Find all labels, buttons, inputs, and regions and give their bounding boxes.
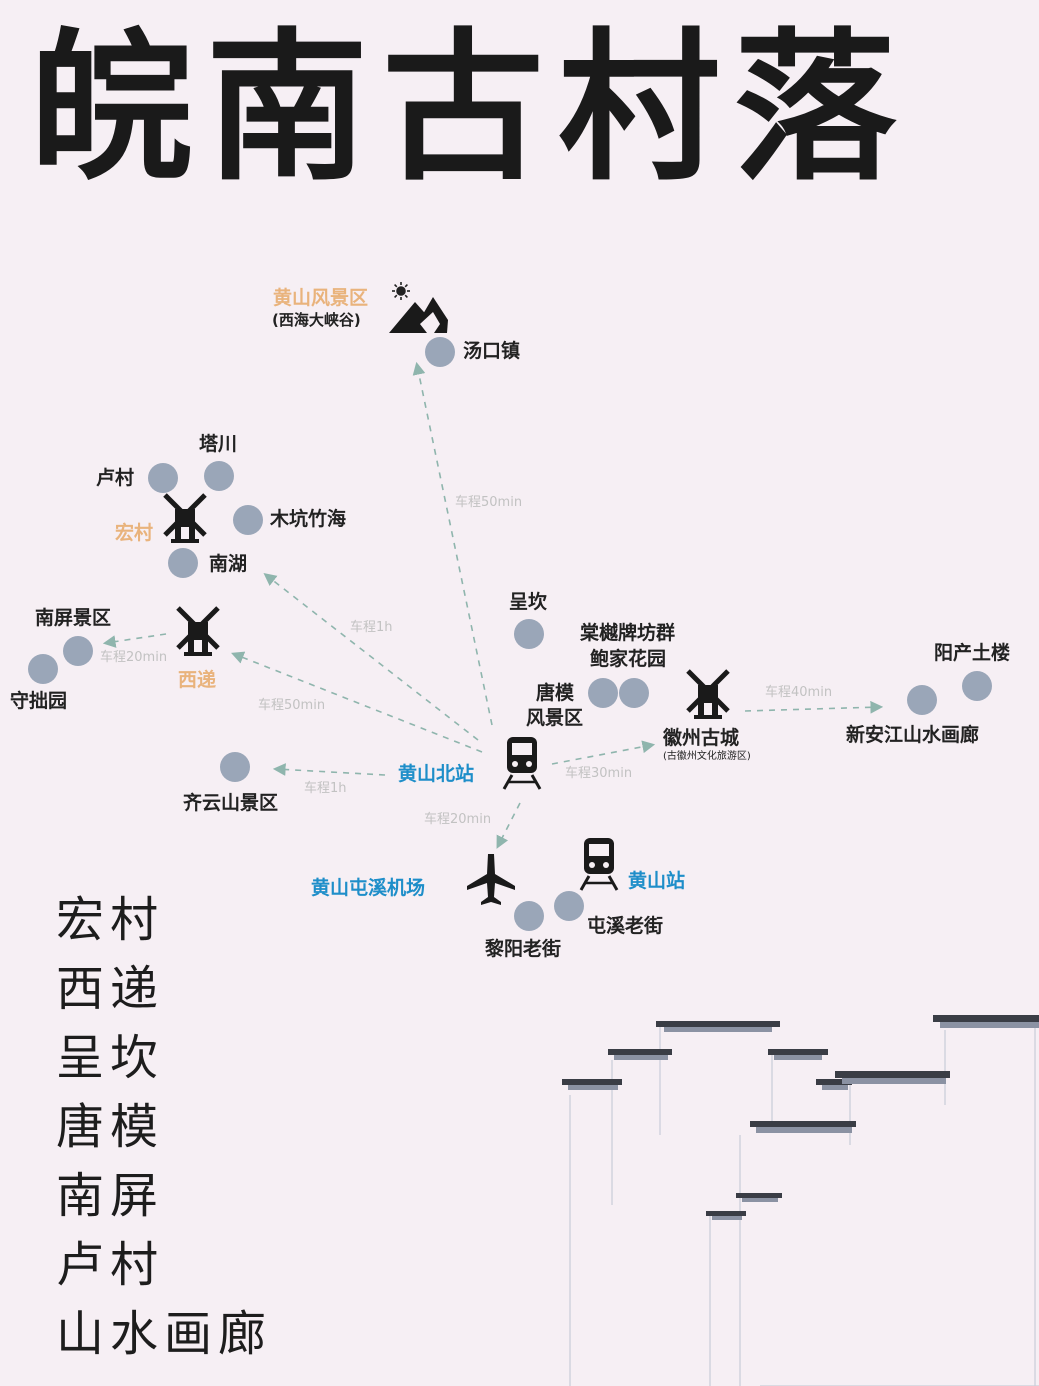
- route-xidi-to-nanping: [102, 633, 167, 648]
- label-tangkou: 汤口镇: [463, 340, 521, 362]
- route-huizhou-to-xinanjiang: [744, 700, 884, 714]
- label-mukeng: 木坑竹海: [270, 508, 347, 530]
- dot-tangyue: [588, 678, 618, 708]
- village-list-item: 西递: [56, 961, 165, 1017]
- label-north-station: 黄山北站: [398, 763, 475, 785]
- route-to-hongcun: [263, 573, 479, 741]
- dot-liyang: [514, 901, 544, 931]
- dot-tachuan: [204, 461, 234, 491]
- label-tachuan: 塔川: [199, 433, 238, 455]
- duration-to-huangshan: 车程50min: [455, 495, 523, 510]
- duration-to-xidi: 车程50min: [258, 698, 326, 713]
- label-hongcun: 宏村: [115, 522, 154, 544]
- label-xihai: (西海大峡谷): [272, 311, 361, 329]
- route-to-airport: [496, 802, 521, 849]
- duration-huizhou-to-xinanjiang: 车程40min: [765, 685, 833, 700]
- label-yangchan: 阳产土楼: [934, 642, 1011, 664]
- duration-to-huizhou: 车程30min: [565, 766, 633, 781]
- airplane-icon: [467, 854, 515, 905]
- windmill-icon: [163, 493, 730, 719]
- label-xinanjiang: 新安江山水画廊: [846, 724, 980, 746]
- label-qiyun: 齐云山景区: [183, 792, 279, 814]
- dot-mukeng: [233, 505, 263, 535]
- dot-nanping: [63, 636, 93, 666]
- label-xidi: 西递: [178, 669, 217, 691]
- label-liyang: 黎阳老街: [485, 938, 562, 960]
- dot-qiyun: [220, 752, 250, 782]
- label-huizhou-sub: (古徽州文化旅游区): [663, 751, 751, 762]
- duration-to-airport: 车程20min: [424, 812, 492, 827]
- dot-yangchan: [962, 671, 992, 701]
- label-paifang: 棠樾牌坊群: [580, 622, 676, 644]
- route-to-huizhou: [551, 740, 656, 765]
- dot-nanhu: [168, 548, 198, 578]
- village-list-item: 山水画廊: [56, 1306, 273, 1362]
- label-huangshan-station: 黄山站: [628, 870, 686, 892]
- dot-baojia: [619, 678, 649, 708]
- dot-tangkou: [425, 337, 455, 367]
- duration-to-qiyun: 车程1h: [304, 781, 347, 796]
- label-tunxi: 屯溪老街: [587, 915, 664, 937]
- route-to-qiyun: [272, 763, 386, 776]
- label-shouzhuo: 守拙园: [10, 690, 68, 712]
- label-huangshan-scenic: 黄山风景区: [273, 287, 369, 309]
- dot-tunxi: [554, 891, 584, 921]
- duration-xidi-to-nanping: 车程20min: [100, 650, 168, 665]
- label-baojia: 鲍家花园: [590, 648, 667, 670]
- label-nanping: 南屏景区: [35, 607, 112, 629]
- village-list: 宏村 西递 呈坎 唐模 南屏 卢村 山水画廊: [56, 886, 272, 1369]
- dot-shouzhuo: [28, 654, 58, 684]
- page-title: 皖南古村落: [30, 15, 910, 203]
- label-chengkan: 呈坎: [509, 591, 548, 613]
- label-tangyue-2: 风景区: [526, 707, 584, 729]
- dot-lucun: [148, 463, 178, 493]
- label-nanhu: 南湖: [209, 553, 248, 575]
- huizhou-architecture-illustration: [562, 1015, 1039, 1386]
- dot-xinanjiang: [907, 685, 937, 715]
- village-list-item: 宏村: [56, 892, 165, 948]
- route-to-xidi: [231, 651, 483, 753]
- label-tangyue-1: 唐模: [536, 682, 575, 704]
- dot-chengkan: [514, 619, 544, 649]
- village-list-item: 唐模: [56, 1099, 165, 1155]
- duration-to-hongcun: 车程1h: [350, 620, 393, 635]
- label-huizhou: 徽州古城: [663, 727, 740, 749]
- village-list-item: 呈坎: [56, 1030, 165, 1086]
- mountain-icon: [389, 297, 448, 333]
- train-icon: [502, 737, 619, 891]
- village-list-item: 南屏: [56, 1168, 165, 1224]
- village-list-item: 卢村: [56, 1237, 165, 1293]
- label-airport: 黄山屯溪机场: [311, 877, 426, 899]
- label-lucun: 卢村: [96, 467, 135, 489]
- sun-icon: [392, 282, 410, 300]
- route-to-huangshan: [412, 361, 493, 726]
